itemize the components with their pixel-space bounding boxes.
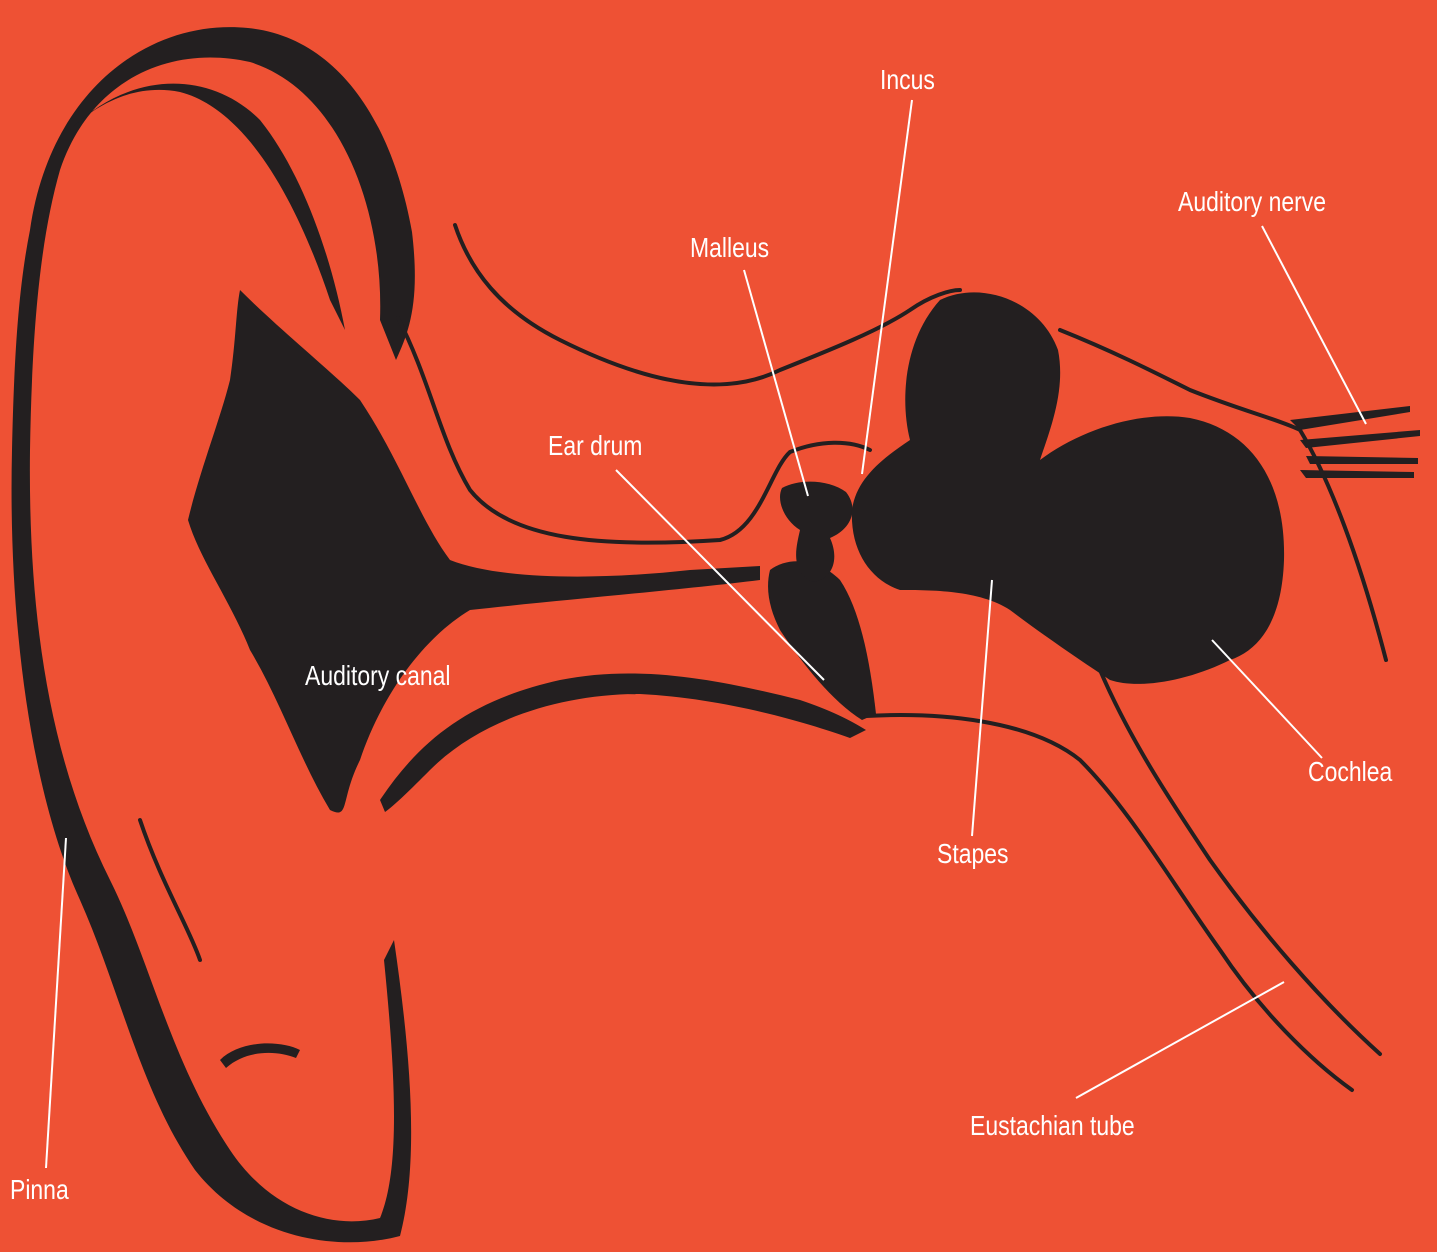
label-malleus: Malleus	[690, 232, 769, 264]
label-cochlea: Cochlea	[1308, 756, 1392, 788]
cochlea-leader	[1212, 640, 1322, 758]
canal-lower-wall	[380, 673, 866, 812]
stapes-leader	[972, 580, 992, 836]
label-auditory-canal: Auditory canal	[305, 660, 450, 692]
eustachian-tube-leader	[1076, 982, 1284, 1098]
auditory-nerve-leader	[1262, 226, 1366, 424]
pinna-antihelix	[70, 84, 345, 330]
lobe-inner-curve	[140, 820, 200, 960]
lobe-detail	[220, 1043, 300, 1068]
label-incus: Incus	[880, 64, 935, 96]
label-eustachian-tube: Eustachian tube	[970, 1110, 1135, 1142]
label-ear-drum: Ear drum	[548, 430, 642, 462]
label-stapes: Stapes	[937, 838, 1008, 870]
eustachian-tube-outline	[866, 715, 1352, 1090]
label-pinna: Pinna	[10, 1174, 69, 1206]
incus-leader	[862, 100, 912, 474]
malleus-leader	[744, 270, 808, 496]
auditory-nerve-fibers	[1290, 406, 1420, 478]
label-auditory-nerve: Auditory nerve	[1178, 186, 1326, 218]
pinna-leader	[46, 838, 66, 1168]
eustachian-tube-inner	[1100, 670, 1380, 1054]
inner-ear-mass	[852, 292, 1284, 684]
